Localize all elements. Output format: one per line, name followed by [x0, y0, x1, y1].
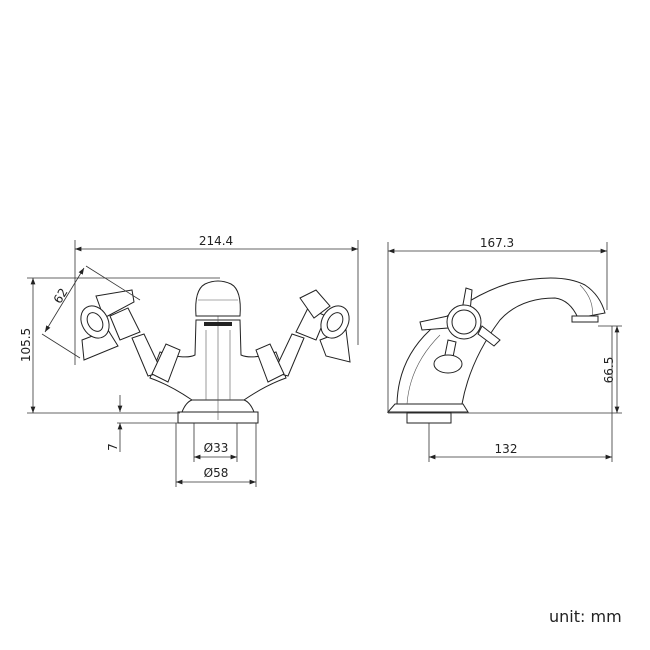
spout-height-label: 66.5: [602, 357, 616, 384]
right-handle-hub: [320, 305, 350, 339]
spout-head: [195, 280, 241, 317]
handle-dimension-label: 62: [51, 286, 71, 306]
side-handle: [419, 287, 501, 374]
side-base: [386, 403, 469, 413]
front-view: 214.4 105.5 62 7 Ø33 Ø58: [19, 234, 359, 487]
right-valve: [255, 289, 351, 383]
side-shank: [406, 412, 452, 424]
aerator: [204, 322, 232, 326]
height-dimension-label: 105.5: [19, 328, 33, 362]
base-diameter-label: Ø58: [204, 466, 229, 480]
base-thickness-label: 7: [106, 443, 120, 451]
reach-dimension-label: 132: [495, 442, 518, 456]
handle-dimension-line: [44, 267, 85, 333]
spout-outlet: [571, 315, 599, 323]
width-dimension-label: 214.4: [199, 234, 233, 248]
side-view: 167.3 66.5 132: [386, 236, 622, 462]
unit-label: unit: mm: [549, 607, 622, 626]
spout-body: [396, 277, 606, 405]
valve-nut: [433, 354, 463, 374]
right-handle-arm-top: [299, 289, 331, 319]
shank-diameter-label: Ø33: [204, 441, 229, 455]
depth-dimension-label: 167.3: [480, 236, 514, 250]
left-valve: [80, 289, 181, 383]
